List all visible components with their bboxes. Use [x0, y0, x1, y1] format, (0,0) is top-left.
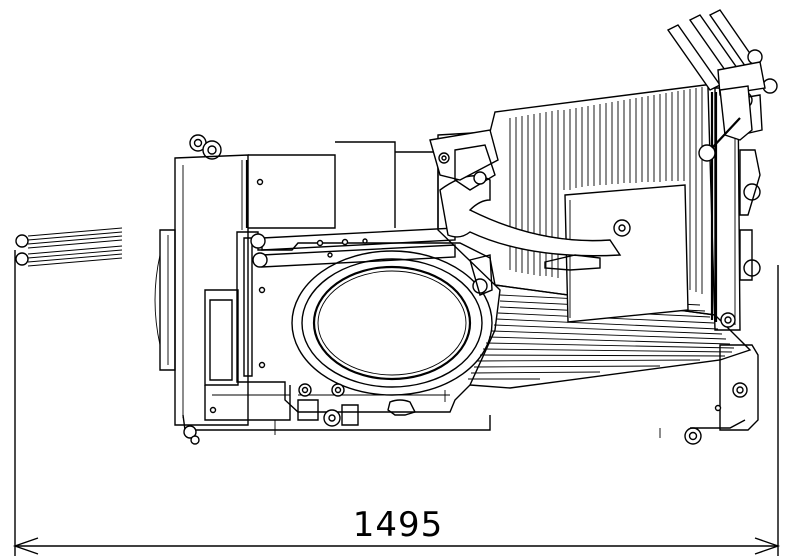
lens — [312, 265, 472, 381]
front-frame — [236, 227, 501, 427]
yoke-arm — [429, 129, 631, 296]
dimension-annotation: 1495 — [12, 250, 781, 556]
tilt-knob — [698, 144, 716, 162]
side-panel — [564, 184, 689, 323]
lens-outer-ring — [291, 250, 493, 396]
arrow-right — [754, 537, 781, 555]
arrow-left — [12, 537, 39, 555]
rail-knob-upper — [250, 233, 266, 249]
left-rods — [15, 227, 123, 267]
main-housing — [154, 134, 491, 445]
rail-knob-lower — [252, 252, 268, 268]
rod-knob-upper — [15, 234, 29, 248]
rod-knob-lower — [15, 252, 29, 266]
dimension-value: 1495 — [353, 505, 444, 545]
top-right-handle — [666, 9, 778, 328]
